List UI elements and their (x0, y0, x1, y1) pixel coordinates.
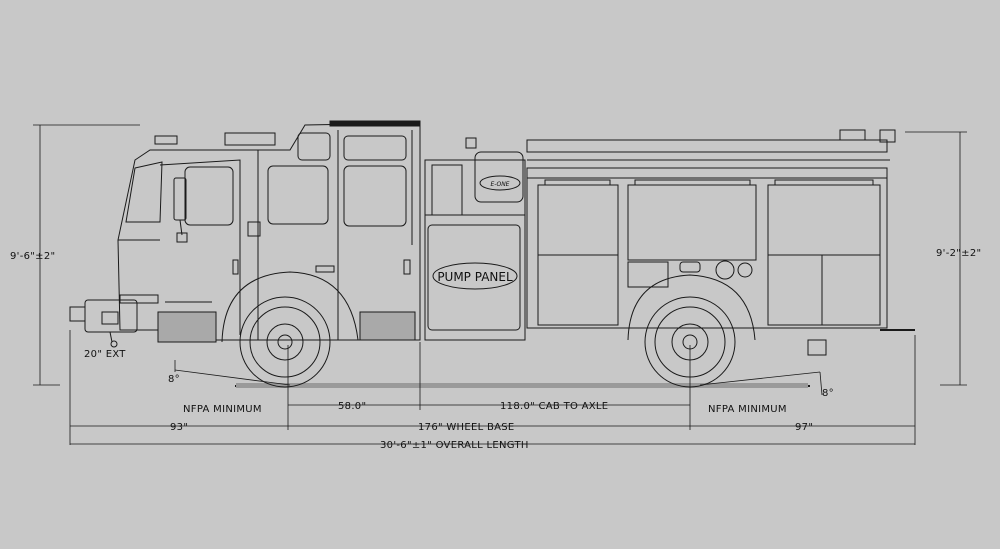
rear-wheel (627, 274, 756, 388)
front-bumper (69, 299, 138, 348)
bumper-ext-label: 20" EXT (84, 349, 126, 360)
overall-length-label: 30'-6"±1" OVERALL LENGTH (380, 440, 529, 451)
nfpa-rear-label: NFPA MINIMUM (708, 404, 787, 415)
rear-overhang-label: 97" (795, 422, 813, 433)
cab-to-front-axle-label: 58.0" (338, 401, 366, 412)
height-rear-label: 9'-2"±2" (936, 248, 981, 259)
nfpa-front-label: NFPA MINIMUM (183, 404, 262, 415)
cab (117, 120, 421, 343)
dimension-lines (33, 124, 967, 445)
brand-badge: E-ONE (491, 181, 510, 188)
pump-house (424, 137, 526, 341)
angle-rear-label: 8° (822, 388, 834, 399)
front-wheel (221, 271, 359, 388)
cab-to-axle-label: 118.0" CAB TO AXLE (500, 401, 608, 412)
pump-panel-label: PUMP PANEL (437, 270, 513, 284)
angle-front-label: 8° (168, 374, 180, 385)
height-front-label: 9'-6"±2" (10, 251, 55, 262)
wheel-base-label: 176" WHEEL BASE (418, 422, 515, 433)
apparatus-body (526, 129, 915, 356)
front-overhang-label: 93" (170, 422, 188, 433)
